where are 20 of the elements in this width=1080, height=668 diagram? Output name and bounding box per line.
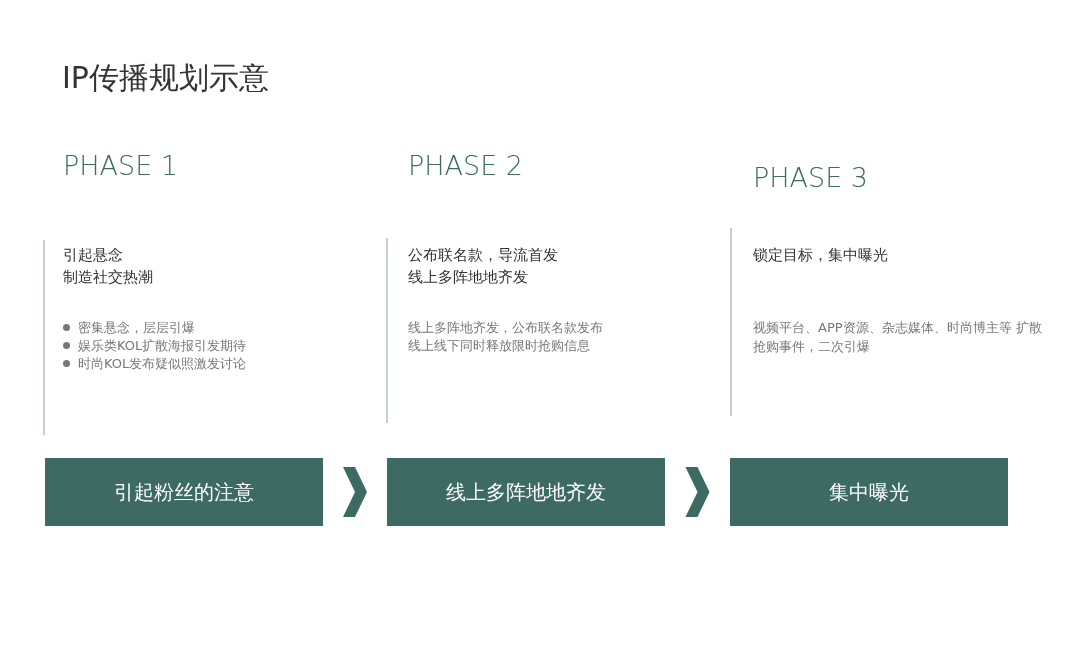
bullet-item: 密集悬念，层层引爆 <box>78 319 195 337</box>
phase-heading: PHASE 1 <box>63 150 178 181</box>
heading-text: 引起悬念 <box>63 246 123 265</box>
phase-heading: PHASE 3 <box>753 162 868 193</box>
heading-text: 公布联名款，导流首发 <box>408 246 558 265</box>
heading-text: 线上多阵地地齐发 <box>408 268 528 287</box>
bullet-item: 娱乐类KOL扩散海报引发期待 <box>78 337 247 355</box>
phase-heading: PHASE 2 <box>408 150 523 181</box>
body-text: 线上多阵地齐发，公布联名款发布 <box>408 319 603 337</box>
chevron-arrow <box>685 467 710 517</box>
body-text: 视频平台、APP资源、杂志媒体、时尚博主等 扩散抢购事件，二次引爆 <box>753 319 1043 356</box>
stage-box: 线上多阵地地齐发 <box>387 458 665 526</box>
title: IP传播规划示意 <box>62 59 269 97</box>
heading-text: 锁定目标，集中曝光 <box>753 246 888 265</box>
body-text: 线上线下同时释放限时抢购信息 <box>408 337 590 355</box>
chevron-arrow <box>343 467 367 517</box>
heading-text: 制造社交热潮 <box>63 268 153 287</box>
bullet-item: 时尚KOL发布疑似照激发讨论 <box>78 355 247 373</box>
stage-box: 集中曝光 <box>730 458 1008 526</box>
stage-box: 引起粉丝的注意 <box>45 458 323 526</box>
